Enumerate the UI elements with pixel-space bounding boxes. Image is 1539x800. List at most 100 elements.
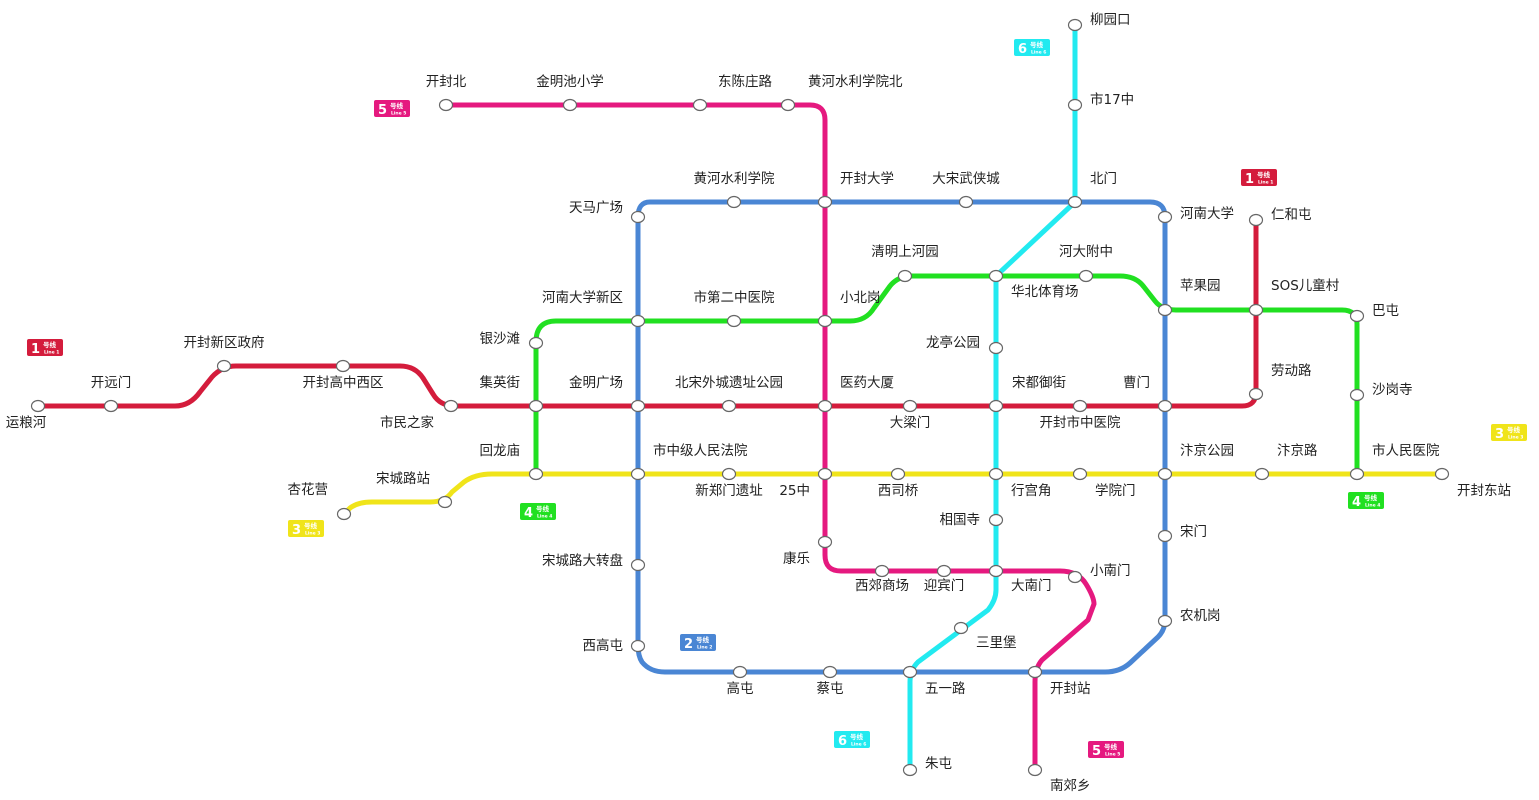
station[interactable]: 开封新区政府 — [184, 335, 265, 373]
station[interactable]: 行宫角 — [988, 467, 1052, 500]
station[interactable]: 苹果园 — [1157, 278, 1221, 317]
station[interactable]: 相国寺 — [940, 512, 1004, 528]
station[interactable]: 开远门 — [91, 375, 132, 413]
station-marker[interactable] — [336, 507, 352, 521]
station-marker[interactable] — [630, 210, 646, 224]
station-marker[interactable] — [528, 467, 544, 481]
station-marker[interactable] — [874, 564, 890, 578]
station[interactable]: 河大附中 — [1059, 244, 1113, 283]
station[interactable]: 柳园口 — [1067, 12, 1131, 32]
station-marker[interactable] — [817, 399, 833, 413]
station[interactable]: 市人民医院 — [1349, 442, 1440, 481]
station-marker[interactable] — [988, 399, 1004, 413]
station[interactable]: 北门 — [1067, 171, 1118, 209]
station[interactable]: 西郊商场 — [855, 564, 909, 595]
station[interactable]: 大宋武侠城 — [932, 171, 1000, 209]
station-marker[interactable] — [726, 314, 742, 328]
station[interactable]: 汴京公园 — [1157, 443, 1235, 481]
station[interactable]: 金明广场 — [569, 375, 646, 413]
station[interactable]: 农机岗 — [1157, 608, 1221, 628]
station[interactable]: 运粮河 — [6, 399, 47, 432]
station-marker[interactable] — [726, 195, 742, 209]
station-marker[interactable] — [1067, 98, 1083, 112]
station-marker[interactable] — [630, 467, 646, 481]
station-marker[interactable] — [1157, 467, 1173, 481]
station-marker[interactable] — [721, 399, 737, 413]
station[interactable]: 巴屯 — [1349, 303, 1400, 323]
station[interactable]: 大南门 — [988, 564, 1052, 595]
station-marker[interactable] — [630, 399, 646, 413]
station[interactable]: 小南门 — [1067, 563, 1131, 584]
station-marker[interactable] — [817, 314, 833, 328]
station-marker[interactable] — [1067, 195, 1083, 209]
station-marker[interactable] — [936, 564, 952, 578]
station[interactable]: 曹门 — [1123, 375, 1173, 413]
station[interactable]: 蔡屯 — [817, 665, 845, 698]
station-marker[interactable] — [902, 665, 918, 679]
station-marker[interactable] — [1157, 529, 1173, 543]
station[interactable]: 龙亭公园 — [926, 334, 1004, 355]
station-marker[interactable] — [1157, 303, 1173, 317]
station[interactable]: 开封市中医院 — [1040, 399, 1121, 432]
station-marker[interactable] — [1349, 309, 1365, 323]
station[interactable]: 三里堡 — [953, 621, 1017, 652]
station[interactable]: 集英街 — [480, 374, 544, 413]
station-marker[interactable] — [528, 399, 544, 413]
station[interactable]: 大梁门 — [890, 399, 931, 432]
station[interactable]: 沙岗寺 — [1349, 382, 1413, 402]
station[interactable]: 华北体育场 — [988, 269, 1079, 301]
station-marker[interactable] — [1349, 467, 1365, 481]
station-marker[interactable] — [897, 269, 913, 283]
station-marker[interactable] — [335, 359, 351, 373]
station[interactable]: 开封站 — [1027, 665, 1091, 698]
station-marker[interactable] — [953, 621, 969, 635]
station[interactable]: 宋城路站 — [376, 471, 453, 509]
station[interactable]: 金明池小学 — [536, 74, 604, 112]
station[interactable]: 东陈庄路 — [692, 73, 773, 112]
station[interactable]: 开封大学 — [817, 171, 895, 209]
station-marker[interactable] — [988, 341, 1004, 355]
station[interactable]: 市17中 — [1067, 91, 1135, 112]
station-marker[interactable] — [1072, 399, 1088, 413]
station[interactable]: 南郊乡 — [1027, 763, 1091, 795]
station-marker[interactable] — [1027, 763, 1043, 777]
station-marker[interactable] — [732, 665, 748, 679]
station-marker[interactable] — [1157, 614, 1173, 628]
station-marker[interactable] — [30, 399, 46, 413]
station-marker[interactable] — [988, 269, 1004, 283]
station-marker[interactable] — [438, 98, 454, 112]
station[interactable]: 小北岗 — [817, 290, 881, 328]
station[interactable]: 仁和屯 — [1248, 207, 1313, 227]
station-marker[interactable] — [443, 399, 459, 413]
station[interactable]: 西司桥 — [878, 467, 919, 500]
station[interactable]: 五一路 — [902, 665, 966, 698]
station[interactable]: 市中级人民法院 — [630, 442, 748, 481]
station-marker[interactable] — [817, 467, 833, 481]
station[interactable]: SOS儿童村 — [1248, 277, 1340, 317]
station-marker[interactable] — [902, 763, 918, 777]
station-marker[interactable] — [630, 558, 646, 572]
station[interactable]: 学院门 — [1072, 467, 1136, 500]
station-marker[interactable] — [1434, 467, 1450, 481]
station[interactable]: 新郑门遗址 — [695, 467, 763, 500]
station[interactable]: 朱屯 — [902, 756, 953, 777]
station-marker[interactable] — [890, 467, 906, 481]
station[interactable]: 25中 — [779, 467, 833, 500]
station-marker[interactable] — [528, 336, 544, 350]
station-marker[interactable] — [958, 195, 974, 209]
station-marker[interactable] — [562, 98, 578, 112]
station[interactable]: 开封北 — [426, 74, 467, 112]
station[interactable]: 天马广场 — [569, 200, 646, 224]
station[interactable]: 市第二中医院 — [694, 289, 775, 328]
station-marker[interactable] — [437, 495, 453, 509]
station-marker[interactable] — [817, 535, 833, 549]
station-marker[interactable] — [692, 98, 708, 112]
station-marker[interactable] — [630, 639, 646, 653]
station-marker[interactable] — [822, 665, 838, 679]
station[interactable]: 汴京路 — [1254, 443, 1319, 481]
station[interactable]: 开封高中西区 — [303, 359, 384, 392]
station[interactable]: 黄河水利学院 — [694, 171, 775, 209]
station[interactable]: 杏花营 — [288, 482, 352, 521]
station[interactable]: 开封东站 — [1434, 467, 1512, 500]
station-marker[interactable] — [103, 399, 119, 413]
